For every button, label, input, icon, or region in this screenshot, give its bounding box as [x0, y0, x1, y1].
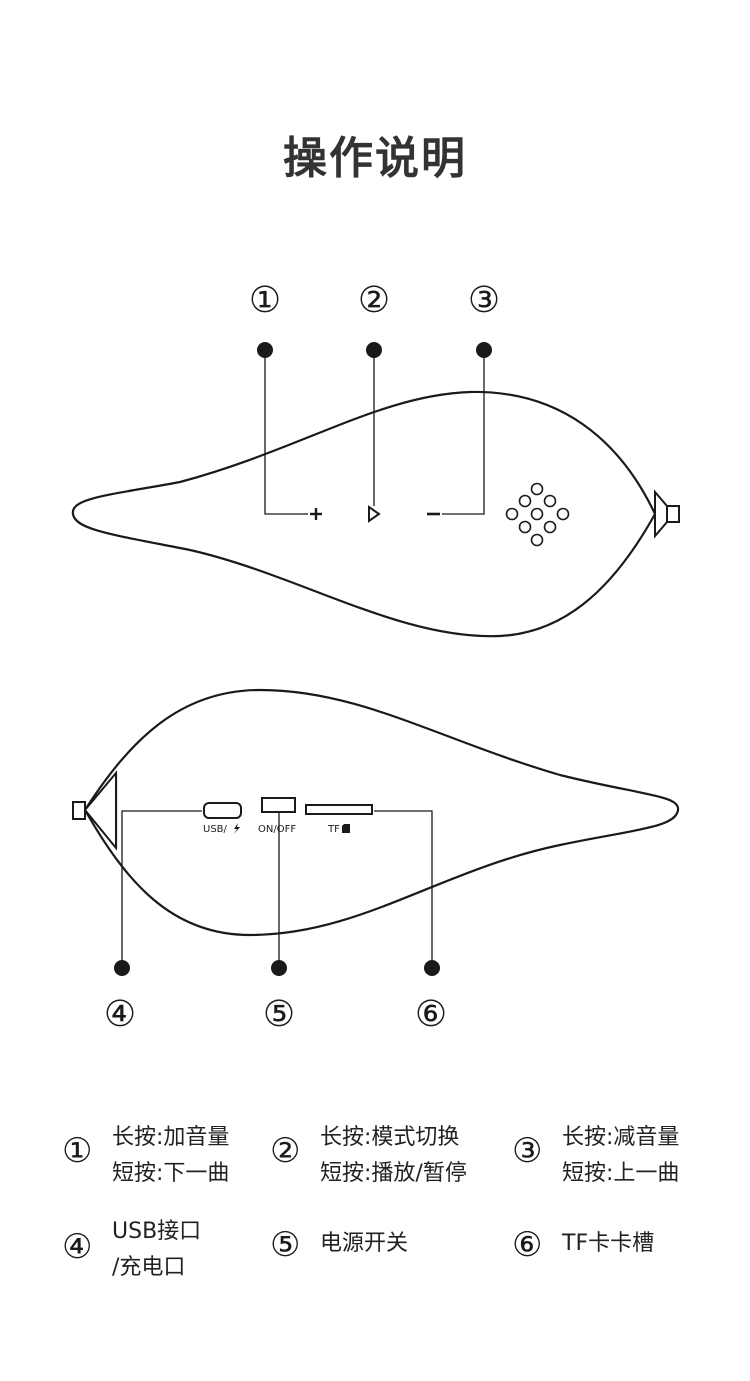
- legend-line-1: 长按:加音量: [112, 1125, 230, 1150]
- play-icon[interactable]: [368, 505, 381, 523]
- legend-num: ③: [512, 1131, 543, 1171]
- callout-2: ②: [358, 280, 390, 321]
- legend-line-2: 短按:下一曲: [112, 1161, 230, 1186]
- legend-line-1: 长按:减音量: [562, 1125, 680, 1150]
- legend-line-1: USB接口: [112, 1219, 202, 1244]
- leader-dots-top: [257, 342, 492, 358]
- legend-line-1: 长按:模式切换: [320, 1125, 460, 1150]
- legend-num: ②: [270, 1131, 301, 1171]
- sd-card-icon: [342, 824, 350, 833]
- leader-lines-bottom: [121, 810, 433, 968]
- usb-label: USB/: [203, 824, 228, 835]
- lightning-icon: [234, 823, 240, 834]
- end-cap-left: [83, 770, 117, 851]
- end-cap-right: [654, 489, 668, 539]
- legend-line-1: TF卡卡槽: [562, 1231, 655, 1256]
- callout-6: ⑥: [415, 994, 447, 1035]
- tf-card-slot[interactable]: [305, 804, 373, 815]
- leader-lines-top: [264, 350, 485, 515]
- usb-port[interactable]: [203, 802, 242, 819]
- legend-num: ①: [62, 1131, 93, 1171]
- device-body-back: [83, 688, 680, 937]
- legend-line-2: 短按:上一曲: [562, 1161, 680, 1186]
- lanyard-knob-left: [72, 801, 86, 820]
- legend-num: ⑥: [512, 1225, 543, 1265]
- page-title: 操作说明: [283, 133, 467, 184]
- lanyard-knob-right: [666, 505, 680, 523]
- callout-1: ①: [249, 280, 281, 321]
- power-label: ON/OFF: [258, 824, 296, 835]
- device-body-front: [71, 390, 657, 638]
- legend-line-2: 短按:播放/暂停: [320, 1161, 467, 1186]
- callout-3: ③: [468, 280, 500, 321]
- legend-line-1: 电源开关: [320, 1231, 409, 1256]
- leader-dots-bottom: [114, 960, 440, 976]
- legend-line-2: /充电口: [112, 1255, 186, 1280]
- callout-4: ④: [104, 994, 136, 1035]
- legend-num: ④: [62, 1227, 93, 1267]
- speaker-grille: [505, 482, 570, 547]
- callout-5: ⑤: [263, 994, 295, 1035]
- legend-num: ⑤: [270, 1225, 301, 1265]
- power-switch[interactable]: [261, 797, 296, 813]
- tf-label: TF: [327, 824, 340, 835]
- plus-icon[interactable]: [310, 508, 322, 520]
